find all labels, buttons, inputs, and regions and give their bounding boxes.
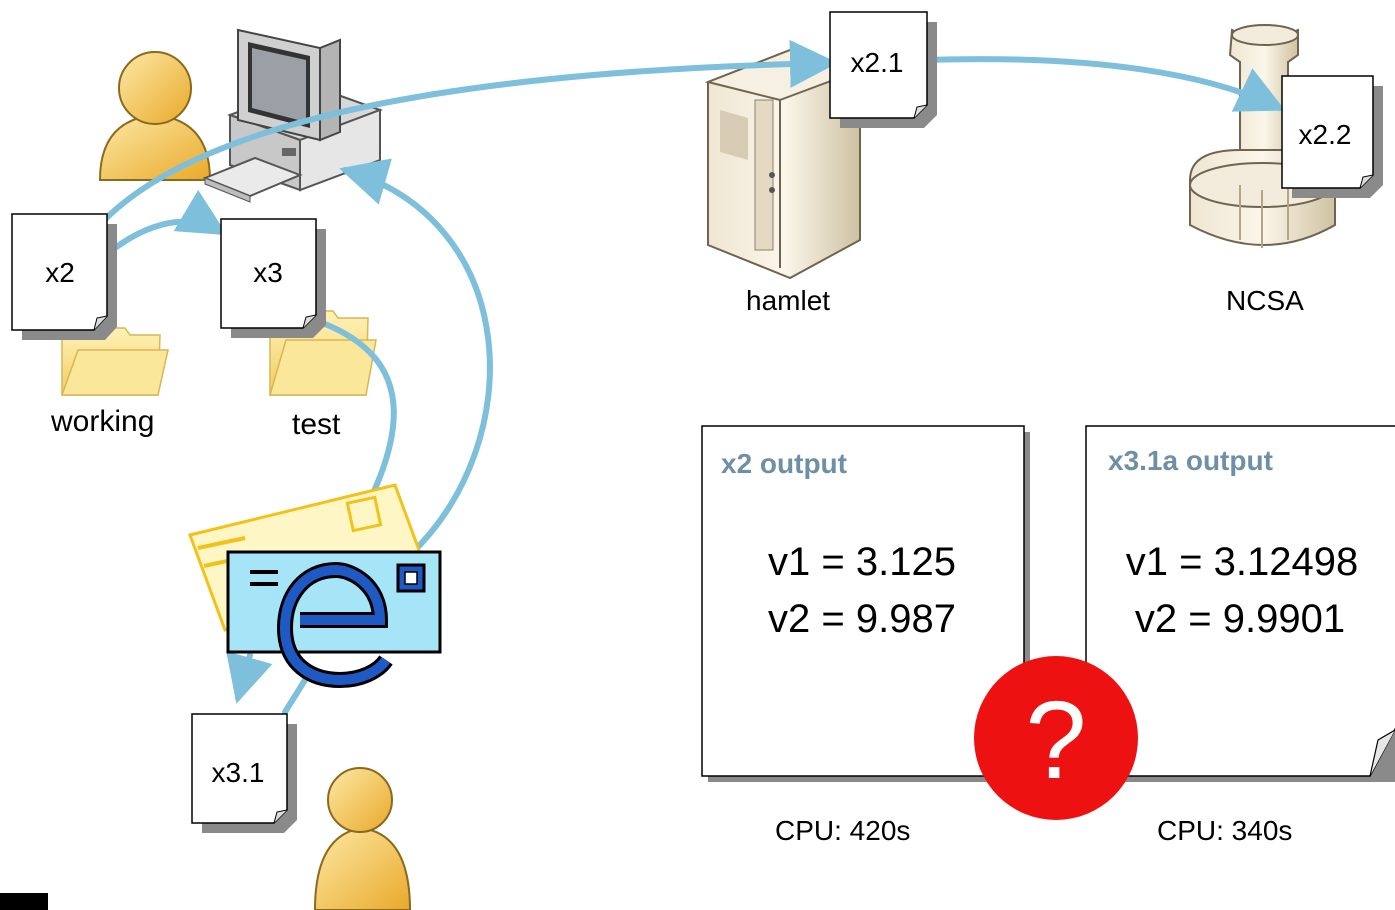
folder-icon-working <box>60 327 169 396</box>
document-x2-1: x2.1 <box>829 11 937 128</box>
cpu-label-x3-1a: CPU: 340s <box>1157 815 1293 846</box>
arrow-email-to-computer <box>339 158 493 558</box>
computer-icon <box>202 28 383 203</box>
document-x2: x2 <box>11 213 117 340</box>
email-icon <box>188 483 442 689</box>
output-v2-x2: v2 = 9.987 <box>768 597 956 641</box>
document-x3: x3 <box>220 218 326 338</box>
folder-label-working: working <box>51 405 155 438</box>
arrow-x2-to-x2-1 <box>92 39 838 233</box>
machine-label-ncsa: NCSA <box>1226 285 1304 316</box>
document-label-x3-1: x3.1 <box>212 757 265 788</box>
question-mark-text: ? <box>1025 679 1086 802</box>
server-icon-hamlet <box>704 48 864 280</box>
output-title-x3-1a: x3.1a output <box>1108 445 1273 476</box>
document-label-x2-1: x2.1 <box>851 47 904 78</box>
output-box-x3-1a: x3.1a output v1 = 3.12498 v2 = 9.9901 <box>1085 425 1395 782</box>
arrow-x3-1-to-email <box>282 677 308 715</box>
document-x3-1: x3.1 <box>191 713 297 833</box>
output-title-x2: x2 output <box>721 448 847 479</box>
document-label-x3: x3 <box>253 257 283 288</box>
user-icon-top <box>98 51 212 181</box>
output-v1-x3-1a: v1 = 3.12498 <box>1126 540 1358 584</box>
corner-block <box>0 893 48 910</box>
output-v2-x3-1a: v2 = 9.9901 <box>1135 597 1345 641</box>
arrow-x2-1-to-x2-2 <box>922 56 1286 112</box>
question-mark-icon: ? <box>974 656 1138 820</box>
folder-label-test: test <box>292 408 341 441</box>
arrow-email-to-x3-1 <box>226 651 273 704</box>
arrow-x2-to-x3 <box>97 189 228 263</box>
document-x2-2: x2.2 <box>1281 75 1383 198</box>
cpu-label-x2: CPU: 420s <box>775 815 911 846</box>
machine-label-hamlet: hamlet <box>746 285 831 316</box>
document-label-x2: x2 <box>45 257 75 288</box>
user-icon-bottom <box>313 767 412 910</box>
document-label-x2-2: x2.2 <box>1299 119 1352 150</box>
output-v1-x2: v1 = 3.125 <box>768 540 956 584</box>
